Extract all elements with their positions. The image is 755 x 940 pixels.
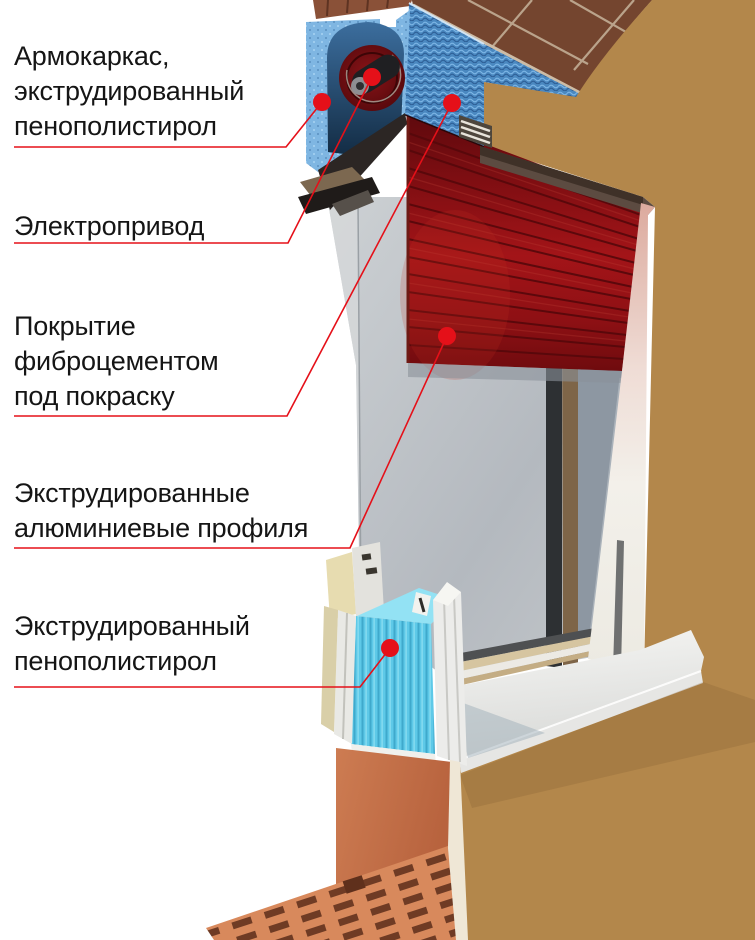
wall-insulation-strip [484,44,589,100]
marker-dot-aluminum-profiles [438,327,456,345]
sill-shadow [455,700,545,758]
foam-front-face [351,616,435,754]
label-extruded-foam: Экструдированный пенополистирол [14,611,250,676]
marker-dot-electric-drive [363,68,381,86]
reveal-groove [613,540,624,670]
guide-rail-left [327,197,361,612]
leader-line-frame-foam [14,101,323,148]
brick-seam-strip [448,760,468,940]
shutter-shadow [408,363,622,383]
aluminum-profile-right [433,592,467,766]
annotations [14,68,461,688]
brick-cut-surface [206,846,458,940]
brick-section [206,748,468,940]
window-frame-dark [546,300,562,668]
label-frame-foam: Армокаркас, экструдированный пенополисти… [14,41,245,141]
leader-line-electric-drive [14,76,373,244]
wall-shadow-under-sill [460,682,755,808]
brick-face [336,748,452,888]
label-fiber-cement: Покрытие фиброцементом под покраску [14,311,219,411]
label-aluminum-profiles: Экструдированные алюминиевые профиля [14,478,309,543]
pvc-back-piece [326,552,356,620]
vent-grille [459,115,492,148]
box-underside-brackets [298,113,407,216]
opening-lintel [480,146,655,215]
leader-line-fiber-cement [14,102,453,417]
profile-top-piece [352,542,384,618]
label-electric-drive: Электропривод [14,211,205,241]
box-front-face [405,3,484,146]
leader-line-extruded-foam [14,647,391,688]
marker-dot-fiber-cement [443,94,461,112]
bottom-rail-foam-block [321,542,467,766]
roller-shutter-curtain [400,112,643,383]
tile-cladding [313,0,652,99]
foam-top-face [357,588,456,624]
marker-dot-frame-foam [313,93,331,111]
leader-line-aluminum-profiles [14,335,448,549]
window-sill [453,630,704,773]
pvc-strip-left [321,606,338,732]
marker-dot-extruded-foam [381,639,399,657]
opening-reveal [588,203,655,672]
window-frame-wood [562,300,578,669]
stucco-wall [452,0,755,940]
